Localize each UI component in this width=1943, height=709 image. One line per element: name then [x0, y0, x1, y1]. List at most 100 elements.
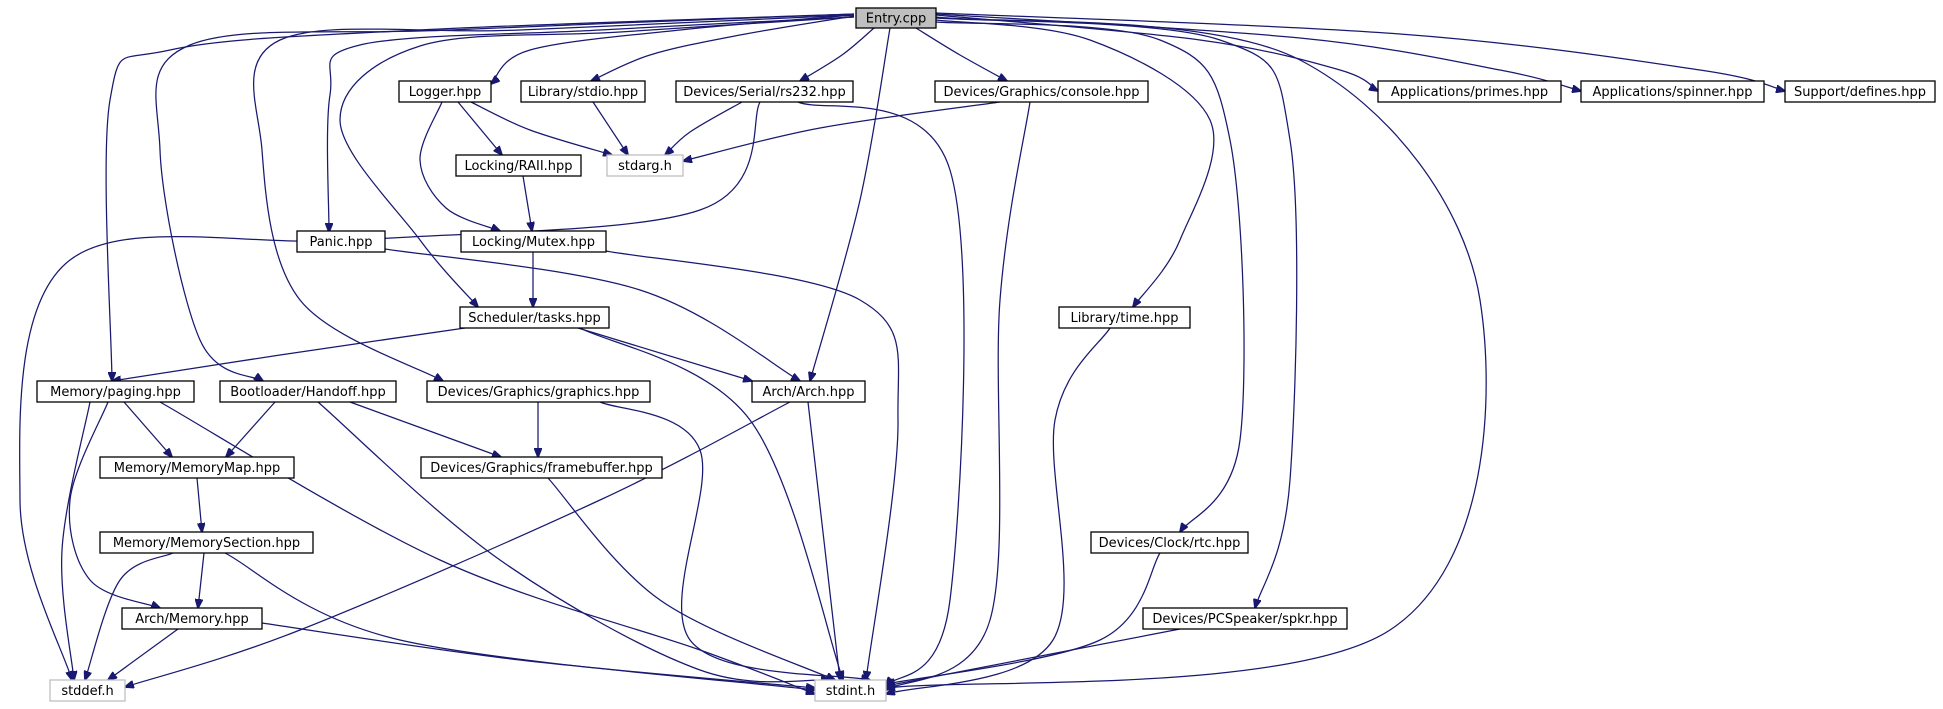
node-label: Memory/paging.hpp — [50, 385, 181, 400]
edge-tasks-to-paging — [112, 327, 466, 381]
edge-paging-to-memmap — [123, 401, 172, 457]
node-box — [36, 380, 195, 403]
node-box — [520, 80, 646, 103]
edge-graphics-to-stdint — [599, 401, 870, 680]
node-box — [1058, 306, 1191, 329]
node-rtc[interactable]: Devices/Clock/rtc.hpp — [1090, 531, 1249, 554]
node-label: Memory/MemorySection.hpp — [113, 536, 300, 551]
edge-console-to-stdint — [886, 101, 1031, 690]
edge-tasks-to-stdint — [579, 327, 843, 680]
node-label: Arch/Arch.hpp — [763, 385, 855, 400]
node-box — [460, 230, 607, 253]
node-box — [934, 80, 1149, 103]
edge-tasks-to-arch — [577, 327, 752, 381]
edge-spkr-to-stdint — [886, 628, 1181, 686]
node-stddef[interactable]: stddef.h — [49, 679, 126, 702]
edge-console-to-stdarg — [683, 101, 1001, 161]
node-logger[interactable]: Logger.hpp — [398, 80, 492, 103]
edge-entry-to-graphics — [253, 14, 855, 381]
node-label: Scheduler/tasks.hpp — [468, 311, 600, 326]
node-raii[interactable]: Locking/RAII.hpp — [455, 154, 582, 177]
node-time[interactable]: Library/time.hpp — [1058, 306, 1191, 329]
node-label: Memory/MemoryMap.hpp — [114, 461, 280, 476]
node-entry[interactable]: Entry.cpp — [855, 7, 937, 29]
node-label: Panic.hpp — [309, 235, 372, 250]
node-label: stdarg.h — [618, 159, 672, 174]
edge-entry-to-console — [915, 27, 1007, 81]
node-graphics[interactable]: Devices/Graphics/graphics.hpp — [426, 380, 651, 403]
edge-entry-to-arch — [810, 27, 891, 381]
node-label: Devices/Graphics/console.hpp — [944, 85, 1140, 100]
node-box — [459, 306, 610, 329]
edge-arch-to-stdint — [807, 401, 840, 680]
edge-entry-to-stdint — [886, 16, 1487, 688]
node-label: stddef.h — [61, 684, 113, 699]
node-label: Devices/Clock/rtc.hpp — [1099, 536, 1241, 551]
node-label: Library/time.hpp — [1070, 311, 1178, 326]
node-box — [751, 380, 866, 403]
node-box — [296, 230, 386, 253]
node-panic[interactable]: Panic.hpp — [296, 230, 386, 253]
edge-framebuffer-to-stdint — [547, 477, 835, 680]
edge-handoff-to-stdint — [317, 401, 830, 682]
node-label: Devices/Graphics/framebuffer.hpp — [430, 461, 652, 476]
edge-entry-to-rtc — [935, 21, 1245, 532]
node-console[interactable]: Devices/Graphics/console.hpp — [934, 80, 1149, 103]
edge-memsection-to-stdint — [224, 552, 815, 690]
node-box — [1580, 80, 1765, 103]
node-spinner[interactable]: Applications/spinner.hpp — [1580, 80, 1765, 103]
node-paging[interactable]: Memory/paging.hpp — [36, 380, 195, 403]
edge-entry-to-paging — [105, 13, 855, 381]
node-box — [606, 154, 684, 177]
node-memmap[interactable]: Memory/MemoryMap.hpp — [99, 456, 295, 479]
node-box — [1377, 80, 1562, 103]
node-label: Applications/primes.hpp — [1391, 85, 1548, 100]
node-tasks[interactable]: Scheduler/tasks.hpp — [459, 306, 610, 329]
node-primes[interactable]: Applications/primes.hpp — [1377, 80, 1562, 103]
edge-entry-to-primes — [935, 14, 1378, 91]
edge-entry-to-rs232 — [800, 27, 875, 81]
node-archmem[interactable]: Arch/Memory.hpp — [121, 607, 263, 630]
edge-rs232-to-stdint — [797, 101, 965, 686]
edge-archmem-to-stdint — [261, 622, 815, 688]
node-stdarg[interactable]: stdarg.h — [606, 154, 684, 177]
node-libstdio[interactable]: Library/stdio.hpp — [520, 80, 646, 103]
edge-entry-to-tasks — [339, 16, 855, 307]
node-defines[interactable]: Support/defines.hpp — [1784, 80, 1936, 103]
node-box — [398, 80, 492, 103]
node-box — [1784, 80, 1936, 103]
node-arch[interactable]: Arch/Arch.hpp — [751, 380, 866, 403]
edge-handoff-to-framebuffer — [349, 401, 501, 457]
node-label: Applications/spinner.hpp — [1593, 85, 1753, 100]
node-label: Logger.hpp — [409, 85, 482, 100]
edge-entry-to-time — [935, 19, 1215, 307]
node-box — [420, 456, 663, 479]
edge-panic-to-arch — [384, 248, 800, 381]
edge-arch-to-stddef — [125, 401, 791, 687]
node-label: Support/defines.hpp — [1794, 85, 1926, 100]
node-box — [1090, 531, 1249, 554]
edge-logger-to-raii — [457, 101, 502, 155]
node-rs232[interactable]: Devices/Serial/rs232.hpp — [675, 80, 854, 103]
edge-entry-to-spkr — [935, 17, 1298, 608]
node-box — [814, 679, 887, 702]
node-label: stdint.h — [826, 684, 875, 699]
node-framebuffer[interactable]: Devices/Graphics/framebuffer.hpp — [420, 456, 663, 479]
node-box — [121, 607, 263, 630]
node-handoff[interactable]: Bootloader/Handoff.hpp — [219, 380, 397, 403]
node-box — [455, 154, 582, 177]
edge-logger-to-stdarg — [470, 101, 612, 155]
edge-entry-to-defines — [935, 12, 1785, 91]
edge-time-to-stdint — [886, 327, 1111, 694]
node-label: Devices/Graphics/graphics.hpp — [438, 385, 640, 400]
node-label: Devices/PCSpeaker/spkr.hpp — [1152, 612, 1337, 627]
node-label: Locking/RAII.hpp — [464, 159, 572, 174]
node-stdint[interactable]: stdint.h — [814, 679, 887, 702]
node-memsection[interactable]: Memory/MemorySection.hpp — [99, 531, 314, 554]
node-box — [219, 380, 397, 403]
edge-rs232-to-stddef — [19, 101, 761, 680]
node-label: Arch/Memory.hpp — [135, 612, 249, 627]
node-spkr[interactable]: Devices/PCSpeaker/spkr.hpp — [1142, 607, 1348, 630]
node-mutex[interactable]: Locking/Mutex.hpp — [460, 230, 607, 253]
